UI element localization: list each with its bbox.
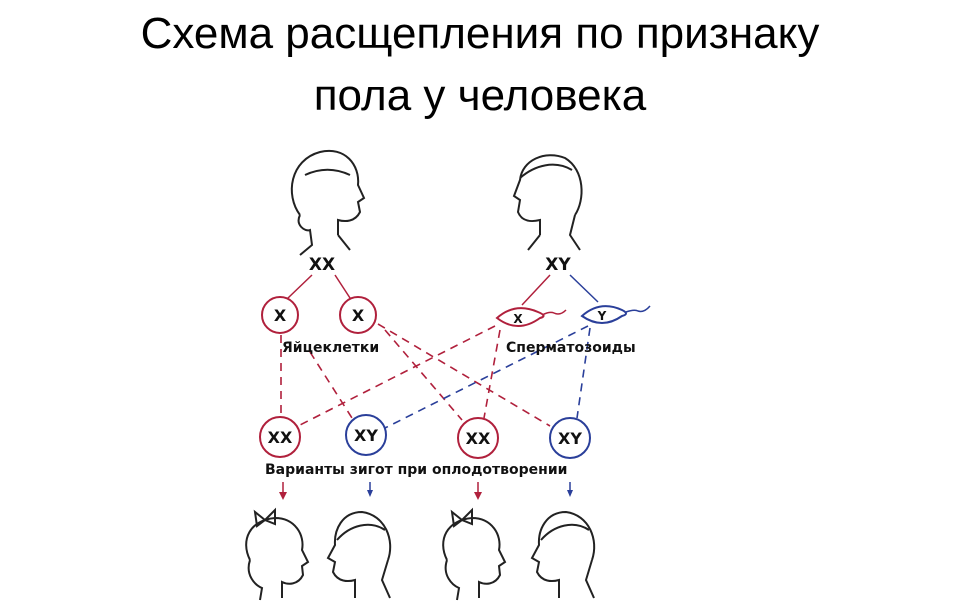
zygote-xx: XX — [457, 417, 499, 459]
arrow-down-icon — [367, 482, 373, 497]
svg-text:XY: XY — [558, 429, 582, 448]
mother-genotype: XX — [309, 255, 335, 275]
father-genotype: XY — [545, 255, 571, 275]
zygote-xx: XX — [259, 416, 301, 458]
girl-face-icon — [442, 507, 507, 601]
arrow-down-icon — [474, 482, 482, 500]
svg-text:X: X — [513, 312, 523, 326]
arrow-down-icon — [567, 482, 573, 497]
eggs-label: Яйцеклетки — [282, 340, 379, 356]
svg-text:XX: XX — [268, 428, 293, 447]
egg-cell: X — [261, 296, 299, 334]
sperm-label: Сперматозоиды — [506, 340, 636, 356]
title-line-2: пола у человека — [313, 71, 647, 120]
mother-face-icon — [290, 149, 366, 256]
svg-text:XX: XX — [466, 429, 491, 448]
svg-text:X: X — [352, 306, 365, 325]
zygotes-label: Варианты зигот при оплодотворении — [265, 462, 567, 478]
zygote-xy: XY — [345, 414, 387, 456]
svg-text:Y: Y — [597, 309, 607, 323]
sperm-cell-y: Y — [580, 305, 651, 324]
svg-text:XY: XY — [354, 426, 378, 445]
svg-text:X: X — [274, 306, 287, 325]
zygote-xy: XY — [549, 417, 591, 459]
arrow-down-icon — [279, 482, 287, 500]
sperm-cell-x: X — [495, 307, 567, 327]
egg-cell: X — [339, 296, 377, 334]
boy-face-icon — [326, 510, 392, 599]
title-line-1: Схема расщепления по признаку — [140, 9, 820, 58]
boy-face-icon — [530, 510, 596, 599]
girl-face-icon — [245, 507, 310, 601]
father-face-icon — [512, 154, 583, 251]
